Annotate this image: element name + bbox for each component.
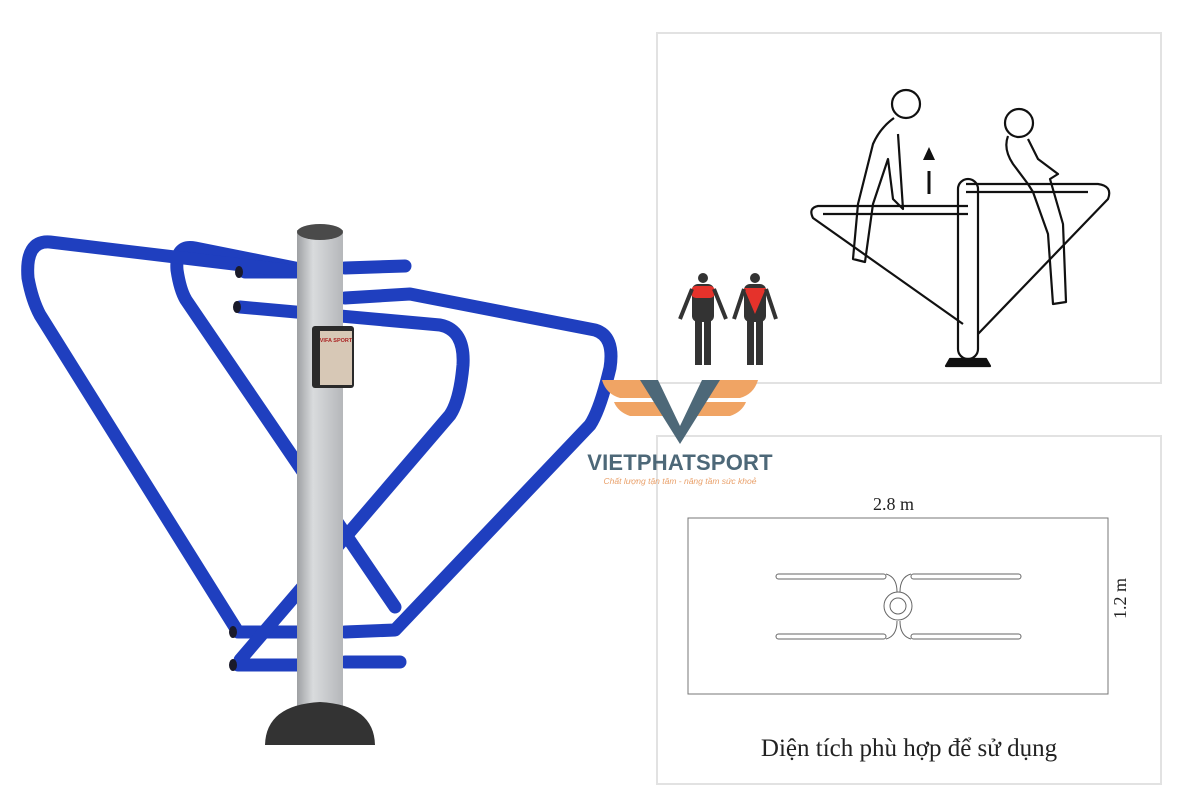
exercise-illustration-panel [656,32,1162,384]
brand-name: VIETPHATSPORT [587,450,773,475]
arrow-up-icon [923,147,935,194]
vietphatsport-logo-icon [602,380,758,444]
width-dimension-label: 2.8 m [873,494,915,514]
area-caption: Diện tích phù hợp để sử dụng [760,735,1058,762]
brand-tagline: Chất lượng tận tâm - nâng tầm sức khoẻ [603,476,757,486]
height-dimension-label: 1.2 m [1110,577,1130,619]
usage-area-panel: 2.8 m 1.2 m Diện tích phù hợp để sử dụng [656,435,1162,785]
product-image: VIFA SPORT [21,224,618,745]
post [297,230,343,730]
footprint-diagram [687,517,1109,695]
plate-label: VIFA SPORT [320,338,353,344]
muscle-back-icon [732,273,778,365]
muscle-front-icon [678,273,728,365]
